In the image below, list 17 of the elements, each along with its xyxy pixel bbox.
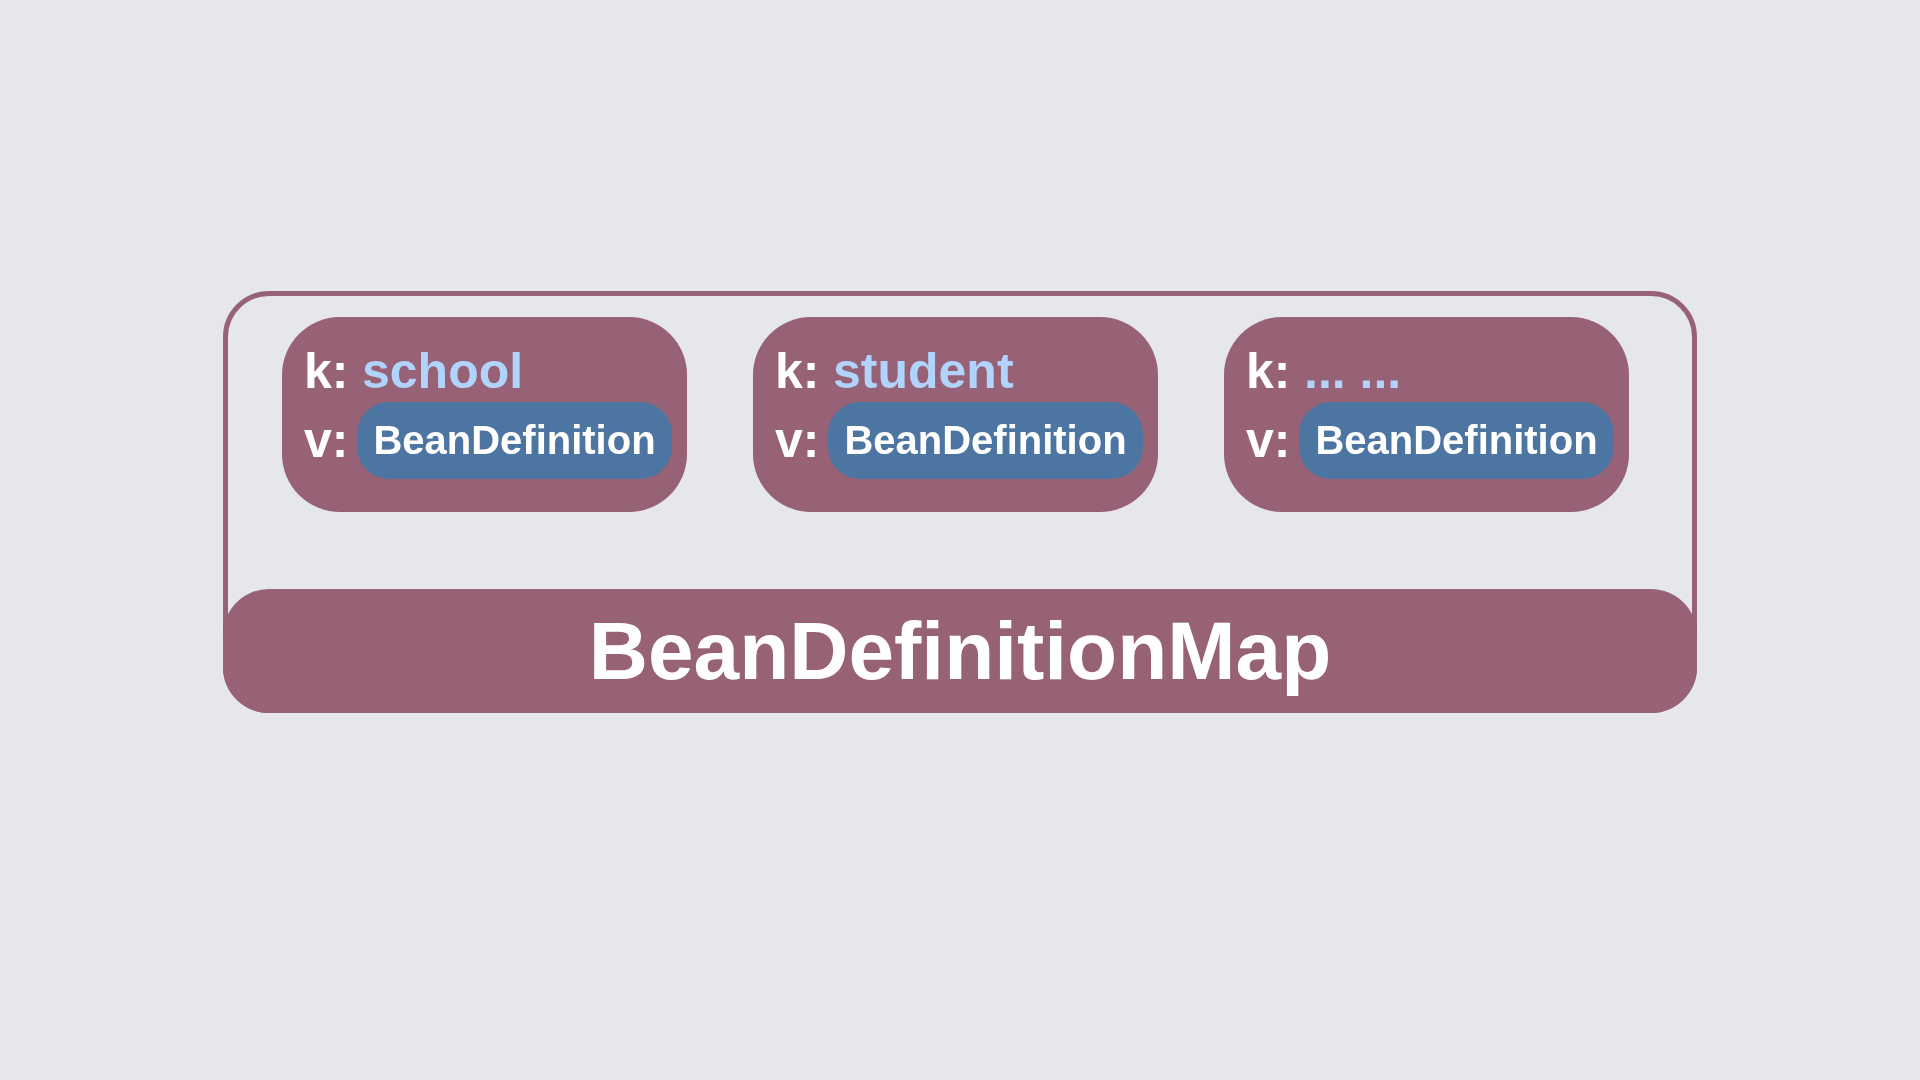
entry-card <box>753 317 1158 512</box>
value-pill: BeanDefinition <box>357 402 672 479</box>
key-label: k: <box>775 344 820 399</box>
map-container <box>223 291 1697 713</box>
value-label: v: <box>1246 411 1291 470</box>
value-label: v: <box>304 411 349 470</box>
value-pill: BeanDefinition <box>1299 402 1614 479</box>
value-pill: BeanDefinition <box>828 402 1143 479</box>
key-name: ... ... <box>1304 344 1402 399</box>
key-label: k: <box>304 344 349 399</box>
key-name: student <box>833 344 1014 399</box>
entry-card <box>1224 317 1629 512</box>
entry-card <box>282 317 687 512</box>
key-label: k: <box>1246 344 1291 399</box>
key-name: school <box>362 344 524 399</box>
map-title-bar: BeanDefinitionMap <box>223 589 1697 713</box>
value-label: v: <box>775 411 820 470</box>
